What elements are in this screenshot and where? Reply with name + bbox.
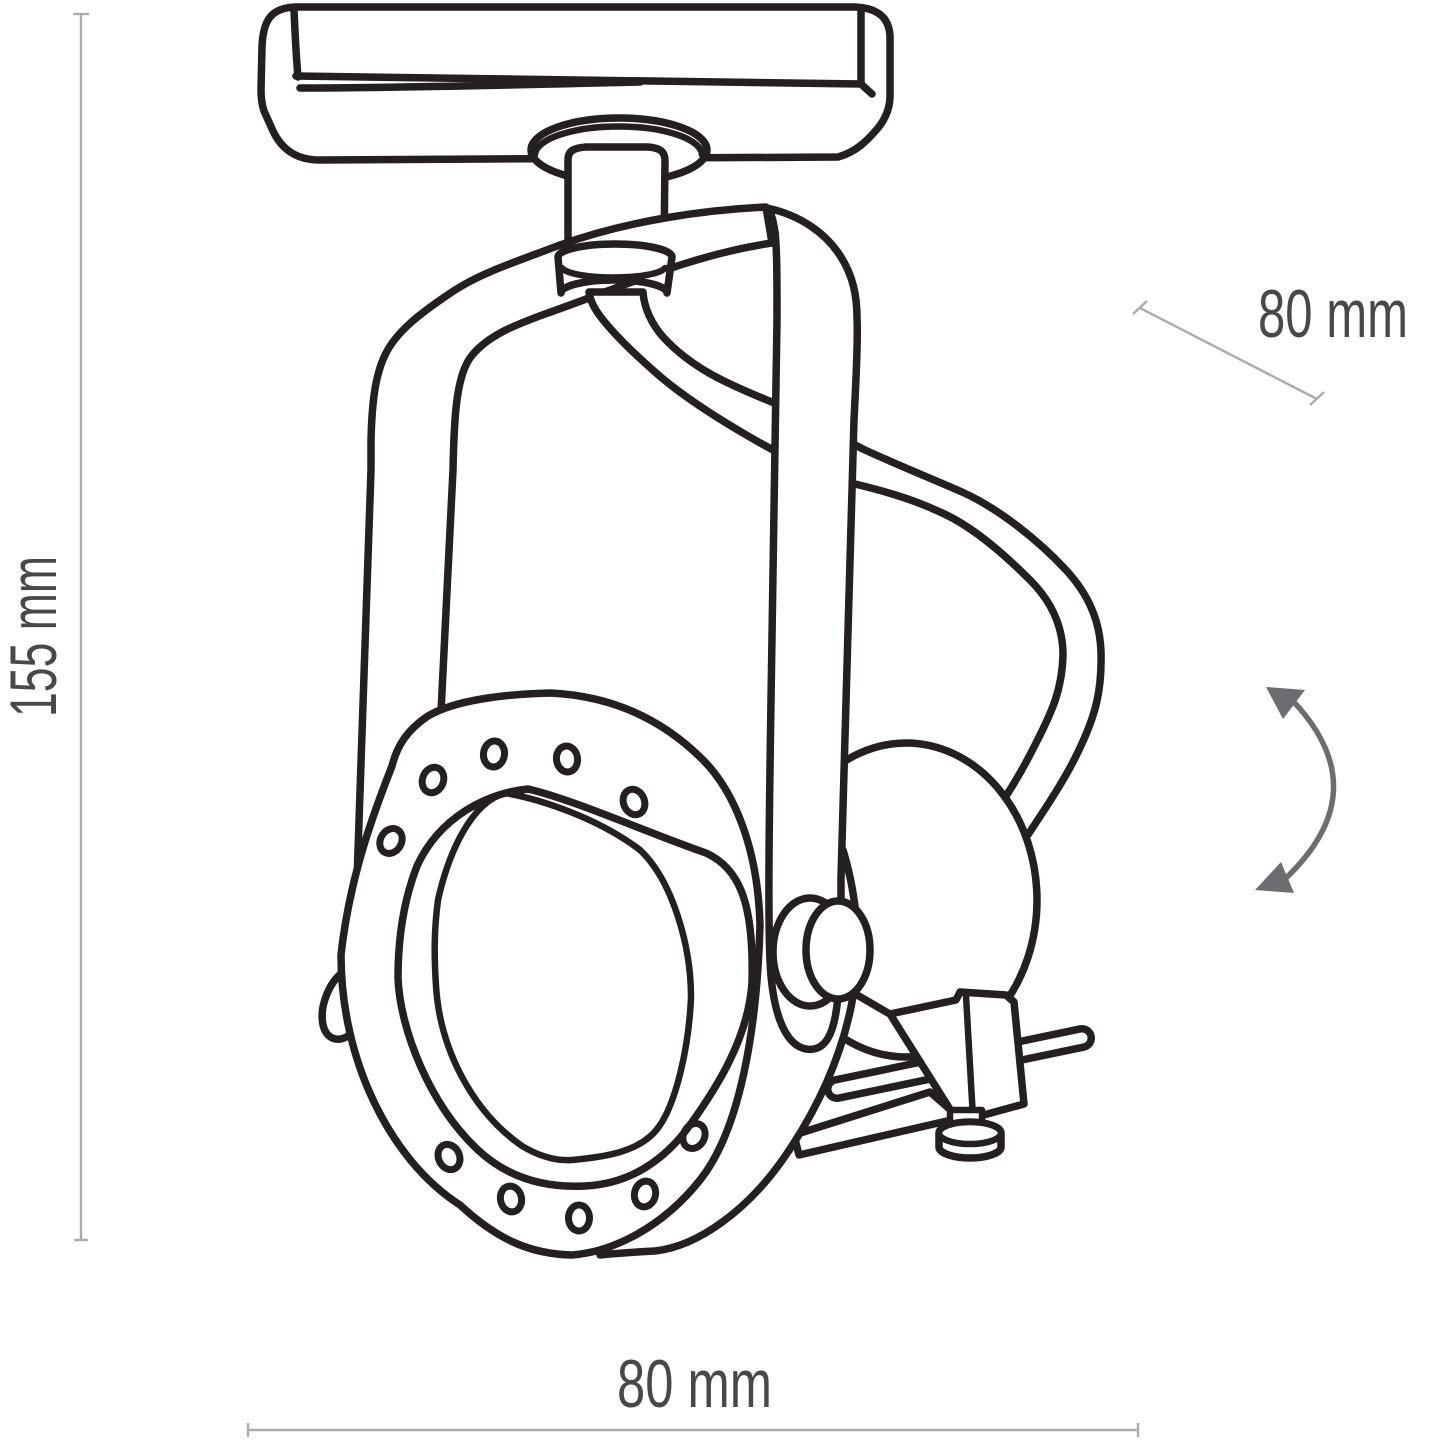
svg-text:80 mm: 80 mm — [1258, 276, 1408, 352]
svg-text:155 mm: 155 mm — [0, 556, 70, 717]
svg-text:80 mm: 80 mm — [617, 1346, 772, 1422]
